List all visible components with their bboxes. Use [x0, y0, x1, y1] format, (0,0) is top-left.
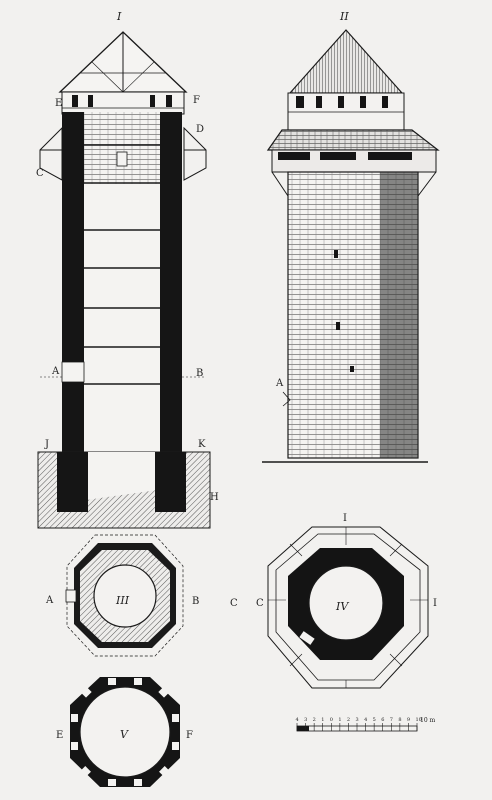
section-floors — [84, 144, 160, 385]
section-roof — [58, 31, 188, 93]
label-f-section: F — [193, 95, 200, 106]
scale-bar-tick-label: 5 — [373, 717, 376, 723]
scale-bar-tick-label: 4 — [296, 717, 299, 723]
scale-bar-tick-label: 7 — [390, 717, 393, 723]
plan-base-drawing: V E F — [56, 677, 193, 787]
plan-lower-interior — [93, 564, 157, 628]
label-c-plan-left: C — [230, 598, 238, 609]
scale-bar-unit: 10 m — [420, 717, 436, 724]
scale-bar-tick-label: 0 — [330, 717, 333, 723]
scale-bar-tick-label: 1 — [338, 717, 341, 723]
label-k-section: K — [198, 439, 206, 450]
plan-upper-interior — [308, 565, 384, 641]
label-c-section: C — [36, 168, 44, 179]
label-j-section: J — [44, 439, 49, 450]
scale-bar-tick-label: 4 — [364, 717, 367, 723]
label-a-elevation: A — [275, 378, 284, 389]
scale-bar-tick-label: 6 — [381, 717, 384, 723]
plan-base-numeral: V — [120, 728, 129, 741]
plan-upper-numeral: IV — [335, 600, 349, 613]
label-a-section: A — [51, 366, 60, 377]
label-d-section: D — [196, 124, 204, 135]
elevation-hoarding-roof — [266, 129, 440, 151]
plan-lower-numeral: III — [115, 594, 130, 607]
label-f-plan: F — [186, 730, 193, 741]
label-c-plan: C — [256, 598, 264, 609]
label-i-plan: I — [433, 598, 437, 609]
scale-bar-tick-label: 1 — [321, 717, 324, 723]
elevation-drawing: II A — [262, 10, 440, 463]
section-top-chamber — [61, 91, 185, 115]
scale-bar-tick-label: 3 — [304, 717, 307, 723]
scale-bar-tick-label: 8 — [398, 717, 401, 723]
label-e-section: E — [55, 98, 62, 109]
scale-bar-tick-label: 9 — [407, 717, 410, 723]
scale-bar-tick-label: 3 — [356, 717, 359, 723]
label-b-section: B — [196, 368, 203, 379]
plan-upper-drawing: IV C C I I — [230, 513, 437, 689]
section-entrance — [61, 361, 85, 383]
elevation-numeral: II — [339, 10, 349, 23]
elevation-roof — [288, 29, 404, 94]
plan-lower-drawing: III A B — [45, 534, 199, 657]
section-right-wall — [160, 112, 182, 462]
plan-base-interior — [79, 686, 171, 778]
scale-bar-tick-label: 10 — [416, 717, 422, 723]
scale-bar-tick-label: 2 — [313, 717, 316, 723]
label-e-plan: E — [56, 730, 63, 741]
plan-upper-hoarding — [267, 526, 429, 689]
label-b-plan: B — [192, 596, 199, 607]
label-h-section: H — [210, 492, 219, 503]
plan-base-openings — [71, 678, 179, 786]
scale-bar-tick-label: 2 — [347, 717, 350, 723]
label-i-plan-top: I — [343, 513, 347, 524]
section-drawing: I — [36, 10, 219, 529]
label-a-plan: A — [45, 595, 54, 606]
section-left-wall — [62, 112, 84, 462]
section-numeral: I — [116, 10, 122, 23]
